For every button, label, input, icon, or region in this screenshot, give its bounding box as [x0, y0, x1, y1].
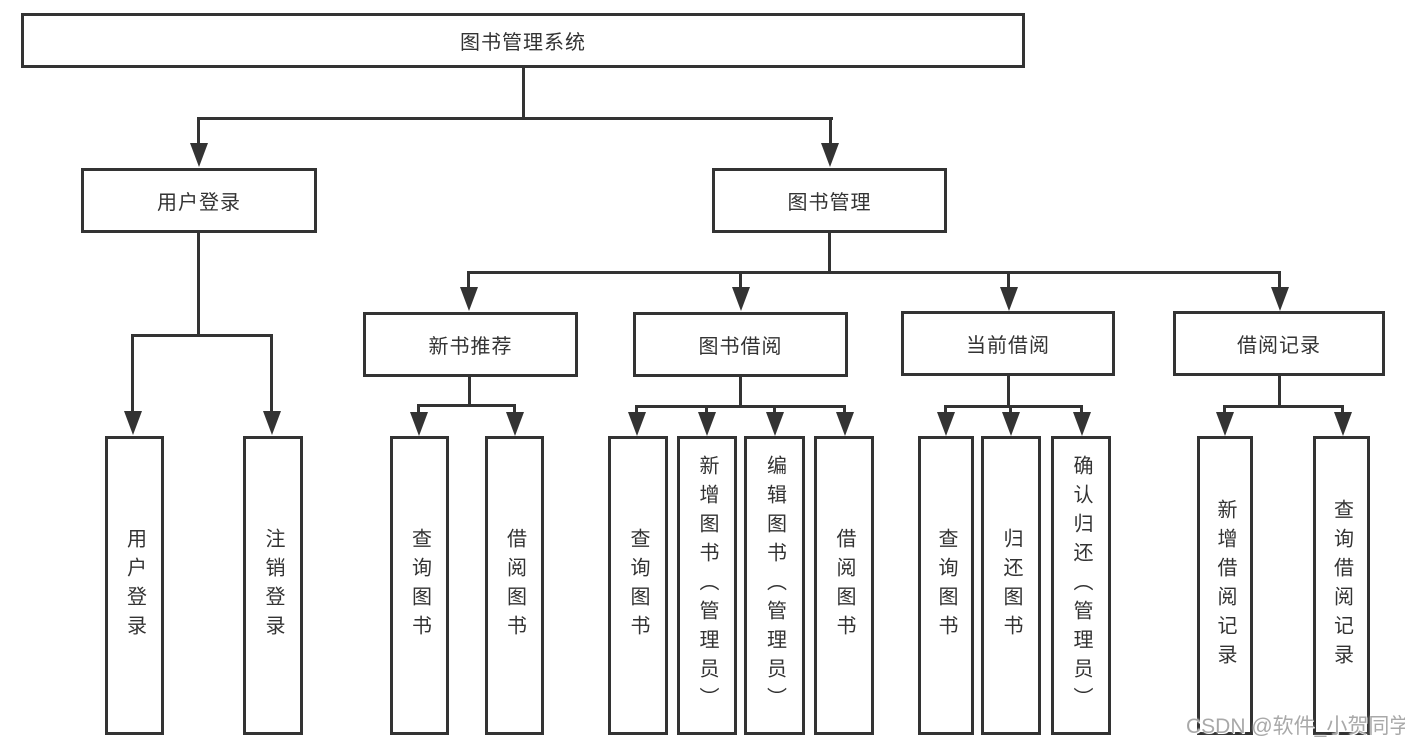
arrow-down-icon — [1000, 287, 1018, 311]
arrow-down-icon — [628, 412, 646, 436]
arrow-down-icon — [410, 412, 428, 436]
arrow-down-icon — [937, 412, 955, 436]
connector-line — [131, 334, 134, 414]
arrow-down-icon — [732, 287, 750, 311]
arrow-down-icon — [190, 143, 208, 167]
connector-line — [468, 377, 471, 407]
leaf-logout: 注销登录 — [243, 436, 303, 735]
connector-line — [828, 233, 831, 274]
connector-line — [513, 404, 516, 416]
connector-line — [705, 405, 708, 417]
leaf-edit-book-admin: 编辑图书（管理员） — [744, 436, 805, 735]
arrow-down-icon — [124, 411, 142, 435]
node-book-management: 图书管理 — [712, 168, 947, 233]
connector-line — [1278, 271, 1281, 291]
leaf-borrow-book: 借阅图书 — [814, 436, 874, 735]
leaf-user-login: 用户登录 — [105, 436, 164, 735]
arrow-down-icon — [698, 412, 716, 436]
connector-line — [1223, 405, 1344, 408]
leaf-label: 借阅图书 — [833, 527, 855, 644]
arrow-down-icon — [1002, 412, 1020, 436]
leaf-query-book-current: 查询图书 — [918, 436, 974, 735]
node-borrow-record: 借阅记录 — [1173, 311, 1385, 376]
connector-line — [739, 271, 742, 291]
leaf-label: 用户登录 — [123, 527, 146, 644]
arrow-down-icon — [836, 412, 854, 436]
connector-line — [1007, 271, 1010, 291]
leaf-label: 归还图书 — [1000, 527, 1022, 644]
connector-line — [739, 377, 742, 408]
arrow-down-icon — [1073, 412, 1091, 436]
leaf-label: 查询图书 — [627, 527, 649, 644]
arrow-down-icon — [263, 411, 281, 435]
leaf-label: 查询借阅记录 — [1330, 498, 1353, 673]
leaf-label: 编辑图书（管理员） — [763, 455, 786, 716]
arrow-down-icon — [766, 412, 784, 436]
connector-line — [417, 404, 516, 407]
leaf-add-book-admin: 新增图书（管理员） — [677, 436, 737, 735]
arrow-down-icon — [1271, 287, 1289, 311]
leaf-return-book: 归还图书 — [981, 436, 1041, 735]
connector-line — [829, 117, 832, 147]
connector-line — [467, 271, 1281, 274]
leaf-query-book-recommend: 查询图书 — [390, 436, 449, 735]
connector-line — [944, 405, 947, 417]
node-user-login: 用户登录 — [81, 168, 317, 233]
connector-line — [635, 405, 638, 417]
connector-line — [843, 405, 846, 417]
connector-line — [635, 405, 846, 408]
connector-line — [197, 117, 200, 147]
node-root: 图书管理系统 — [21, 13, 1025, 68]
arrow-down-icon — [506, 412, 524, 436]
watermark: CSDN @软件_小贺同学 — [1186, 715, 1405, 738]
connector-line — [773, 405, 776, 417]
leaf-label: 注销登录 — [262, 527, 284, 644]
arrow-down-icon — [821, 143, 839, 167]
arrow-down-icon — [460, 287, 478, 311]
connector-line — [131, 334, 273, 337]
leaf-label: 新增借阅记录 — [1214, 498, 1236, 673]
leaf-label: 借阅图书 — [503, 527, 526, 644]
leaf-borrow-book-recommend: 借阅图书 — [485, 436, 544, 735]
connector-line — [417, 404, 420, 416]
leaf-add-borrow-record: 新增借阅记录 — [1197, 436, 1253, 735]
node-book-borrow: 图书借阅 — [633, 312, 848, 377]
leaf-query-book-borrow: 查询图书 — [608, 436, 668, 735]
connector-line — [467, 271, 470, 291]
leaf-confirm-return-admin: 确认归还（管理员） — [1051, 436, 1111, 735]
connector-line — [1080, 405, 1083, 417]
leaf-query-borrow-record: 查询借阅记录 — [1313, 436, 1370, 735]
connector-line — [197, 117, 833, 120]
arrow-down-icon — [1334, 412, 1352, 436]
leaf-label: 确认归还（管理员） — [1070, 455, 1092, 716]
connector-line — [1009, 405, 1012, 417]
leaf-label: 查询图书 — [935, 527, 957, 644]
leaf-label: 新增图书（管理员） — [696, 455, 718, 716]
leaf-label: 查询图书 — [408, 527, 431, 644]
connector-line — [270, 334, 273, 414]
node-new-book-recommend: 新书推荐 — [363, 312, 578, 377]
connector-line — [944, 405, 1083, 408]
connector-line — [1223, 405, 1226, 417]
connector-line — [1007, 376, 1010, 408]
arrow-down-icon — [1216, 412, 1234, 436]
connector-line — [197, 233, 200, 337]
connector-line — [522, 68, 525, 120]
connector-line — [1278, 376, 1281, 408]
node-current-borrow: 当前借阅 — [901, 311, 1115, 376]
connector-line — [1341, 405, 1344, 417]
